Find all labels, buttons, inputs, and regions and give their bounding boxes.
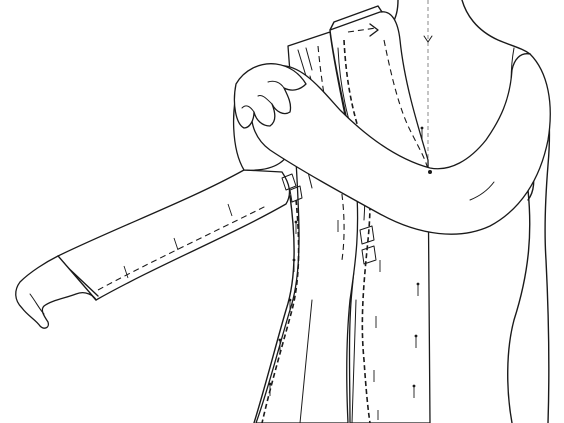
sleeve-fabric xyxy=(58,170,289,300)
body-side-outline xyxy=(508,190,530,423)
right-neck-line xyxy=(462,0,530,54)
